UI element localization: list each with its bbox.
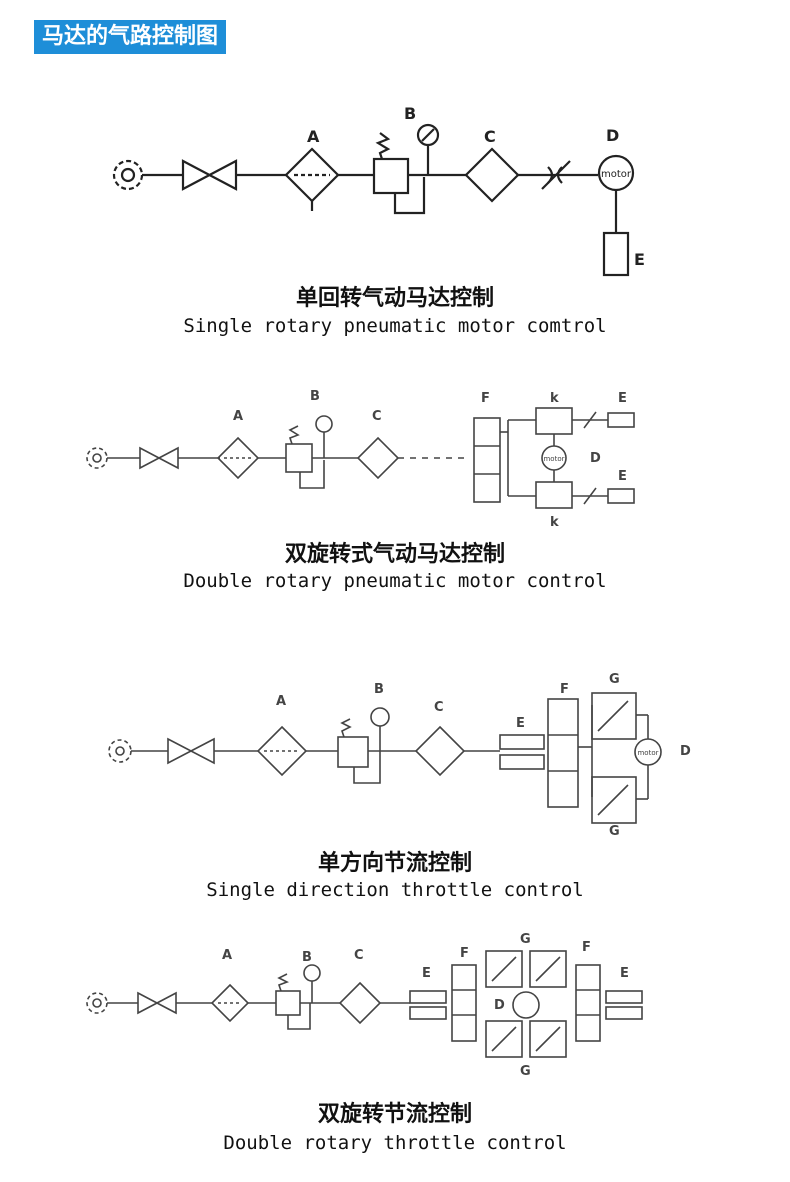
- air-source-symbol: [108, 739, 132, 763]
- lubricator-symbol: [414, 725, 466, 777]
- label-f: F: [560, 682, 569, 697]
- label-k-bottom: k: [550, 515, 559, 530]
- label-a: A: [233, 409, 243, 424]
- lubricator-symbol: [464, 147, 520, 203]
- shutoff-valve-symbol: [139, 446, 179, 470]
- diagram2-caption-en: Double rotary pneumatic motor control: [183, 570, 607, 592]
- label-d: D: [606, 126, 619, 145]
- filter-symbol: [210, 983, 250, 1023]
- label-g-top: G: [520, 932, 531, 947]
- label-g-top: G: [609, 672, 620, 687]
- check-valve-k-top: [535, 407, 573, 435]
- label-f-right: F: [582, 940, 591, 955]
- throttle-valve-top-left: [485, 950, 523, 988]
- air-source-symbol: [86, 992, 108, 1014]
- diagram-double-rotary-throttle: A B C E F G D G F E: [86, 932, 643, 1079]
- diagram4-caption-cn: 双旋转节流控制: [317, 1102, 472, 1127]
- shutoff-valve-symbol: [167, 737, 215, 765]
- throttle-valve-top-right: [529, 950, 567, 988]
- air-source-symbol: [112, 159, 144, 191]
- exhaust-symbol-top: [499, 734, 545, 750]
- label-g-bottom: G: [609, 824, 620, 839]
- directional-valve-symbol: [547, 698, 579, 808]
- label-d: D: [590, 451, 601, 466]
- filter-symbol: [256, 725, 308, 777]
- filter-symbol: [216, 436, 260, 480]
- label-e-left: E: [422, 966, 431, 981]
- diagram4-caption-en: Double rotary throttle control: [223, 1132, 567, 1154]
- throttle-check-valve-top: [591, 692, 637, 740]
- label-d: D: [494, 998, 505, 1013]
- exhaust-symbol-right-bottom: [605, 1006, 643, 1020]
- pressure-gauge-symbol: [303, 964, 321, 982]
- label-a: A: [307, 127, 320, 146]
- label-e: E: [634, 250, 645, 269]
- label-f: F: [481, 391, 490, 406]
- motor-symbol: [512, 991, 540, 1019]
- directional-valve-right: [575, 964, 601, 1042]
- diagram3-motor-text: motor: [637, 749, 658, 757]
- label-a: A: [276, 694, 286, 709]
- throttle-valve-bottom-right: [529, 1020, 567, 1058]
- label-c: C: [484, 127, 496, 146]
- lubricator-symbol: [356, 436, 400, 480]
- directional-valve-left: [451, 964, 477, 1042]
- exhaust-symbol-bottom: [499, 754, 545, 770]
- regulator-symbol: [285, 443, 313, 473]
- regulator-symbol: [275, 990, 301, 1016]
- exhaust-symbol-right-top: [605, 990, 643, 1004]
- shutoff-valve-symbol: [137, 991, 177, 1015]
- diagram-double-rotary: motor A B C F k k D E E: [86, 389, 635, 530]
- diagram-single-rotary: motor A B C D E: [112, 104, 645, 277]
- motor-symbol: [541, 445, 567, 471]
- exhaust-symbol-bottom: [607, 488, 635, 504]
- diagram3-caption-en: Single direction throttle control: [206, 879, 584, 901]
- label-e-top: E: [618, 391, 627, 406]
- diagram-single-direction-throttle: motor A B C E F G G D: [108, 672, 691, 839]
- diagram3-caption-cn: 单方向节流控制: [317, 851, 472, 876]
- pressure-gauge-symbol: [315, 415, 333, 433]
- shutoff-valve-symbol: [181, 159, 238, 191]
- label-c: C: [372, 409, 382, 424]
- label-g-bottom: G: [520, 1064, 531, 1079]
- check-valve-k-bottom: [535, 481, 573, 509]
- label-c: C: [354, 948, 364, 963]
- diagram2-motor-text: motor: [543, 455, 564, 463]
- lubricator-symbol: [338, 981, 382, 1025]
- label-c: C: [434, 700, 444, 715]
- label-b: B: [404, 104, 416, 123]
- throttle-check-valve-bottom: [591, 776, 637, 824]
- motor-symbol: [634, 738, 662, 766]
- air-source-symbol: [86, 447, 108, 469]
- label-b: B: [374, 682, 384, 697]
- diagram1-caption-cn: 单回转气动马达控制: [295, 286, 494, 311]
- diagram1-caption-en: Single rotary pneumatic motor comtrol: [183, 315, 607, 337]
- label-e-right: E: [620, 966, 629, 981]
- page-title: 马达的气路控制图: [34, 20, 227, 54]
- diagram2-caption-cn: 双旋转式气动马达控制: [284, 542, 505, 567]
- label-e-bottom: E: [618, 469, 627, 484]
- throttle-valve-bottom-left: [485, 1020, 523, 1058]
- label-f-left: F: [460, 946, 469, 961]
- regulator-symbol: [337, 736, 369, 768]
- label-k-top: k: [550, 391, 559, 406]
- label-d: D: [680, 744, 691, 759]
- regulator-symbol: [372, 157, 410, 195]
- diagram1-motor-text: motor: [601, 169, 632, 180]
- exhaust-symbol-top: [607, 412, 635, 428]
- label-b: B: [310, 389, 320, 404]
- exhaust-symbol-left-top: [409, 990, 447, 1004]
- label-a: A: [222, 948, 232, 963]
- exhaust-symbol: [602, 231, 630, 277]
- label-e: E: [516, 716, 525, 731]
- pressure-gauge-symbol: [370, 707, 390, 727]
- exhaust-symbol-left-bottom: [409, 1006, 447, 1020]
- label-b: B: [302, 950, 312, 965]
- directional-valve-symbol: [473, 417, 501, 503]
